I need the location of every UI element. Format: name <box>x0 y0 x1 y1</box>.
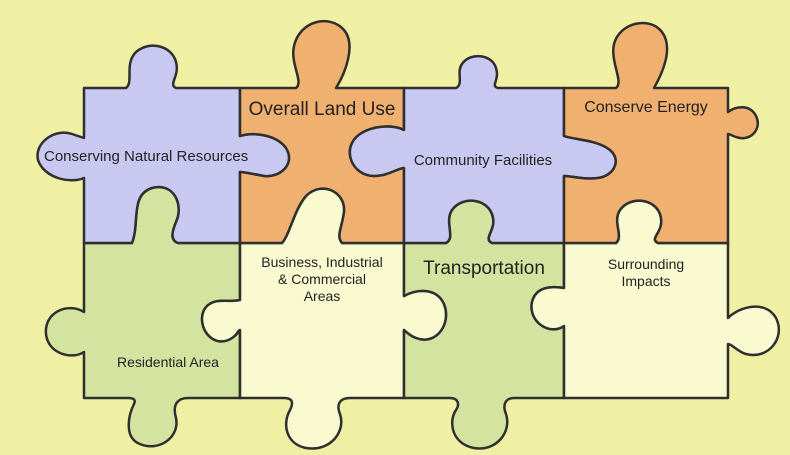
piece-conserving-natural-resources <box>36 44 291 245</box>
piece-community-facilities-shape <box>348 55 617 245</box>
piece-conserve-energy-shape <box>562 21 759 245</box>
label-transportation: Transportation <box>423 258 545 279</box>
label-business-industrial: Business, Industrial & Commercial Areas <box>261 254 383 304</box>
piece-conserve-energy <box>562 21 759 245</box>
piece-conserving-natural-resources-shape <box>36 44 291 245</box>
label-overall-land-use: Overall Land Use <box>248 99 396 120</box>
label-surrounding-impacts: Surrounding Impacts <box>607 256 685 289</box>
piece-community-facilities <box>348 55 617 245</box>
label-residential-area: Residential Area <box>117 354 219 370</box>
label-conserve-energy: Conserve Energy <box>584 99 708 116</box>
label-community-facilities: Community Facilities <box>413 152 553 169</box>
label-conserving-natural-resources: Conserving Natural Resources <box>44 148 249 165</box>
